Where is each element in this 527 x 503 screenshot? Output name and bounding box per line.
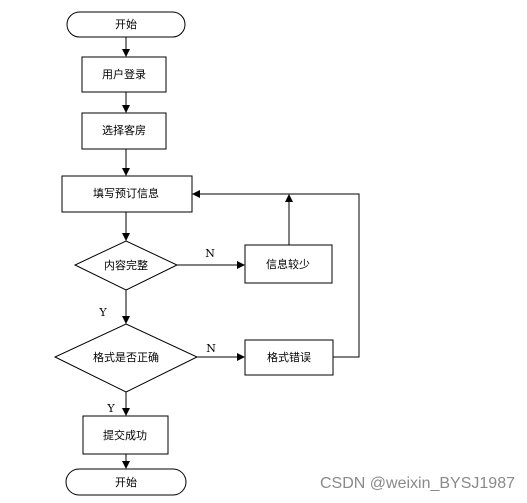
select-room-box <box>81 112 167 150</box>
content-complete-diamond <box>73 240 179 291</box>
info-less-box <box>244 244 333 284</box>
edge-label-content-yes: Y <box>98 306 107 319</box>
start-terminal <box>66 11 186 38</box>
login-box <box>81 56 167 93</box>
format-correct-diamond <box>53 323 199 393</box>
fill-info-box <box>61 175 193 213</box>
format-correct-label: 格式是否正确 <box>93 350 159 364</box>
submit-success-box <box>82 415 169 455</box>
fill-info-label: 填写预订信息 <box>93 186 159 200</box>
watermark: CSDN @weixin_BYSJ1987 <box>320 475 515 492</box>
edge-label-format-no: N <box>206 342 216 355</box>
format-error-box <box>244 339 334 376</box>
start-label: 开始 <box>115 17 137 31</box>
select-room-label: 选择客房 <box>102 123 146 137</box>
edge-label-format-yes: Y <box>106 402 115 415</box>
login-label: 用户登录 <box>102 67 146 81</box>
format-error-label: 格式错误 <box>267 350 311 364</box>
edge-format-error-fill <box>192 190 360 358</box>
edge-label-content-no: N <box>205 247 215 260</box>
content-complete-label: 内容完整 <box>104 258 148 272</box>
submit-success-label: 提交成功 <box>103 428 147 442</box>
end-terminal <box>65 468 187 496</box>
end-label: 开始 <box>115 475 137 489</box>
info-less-label: 信息较少 <box>266 257 310 271</box>
